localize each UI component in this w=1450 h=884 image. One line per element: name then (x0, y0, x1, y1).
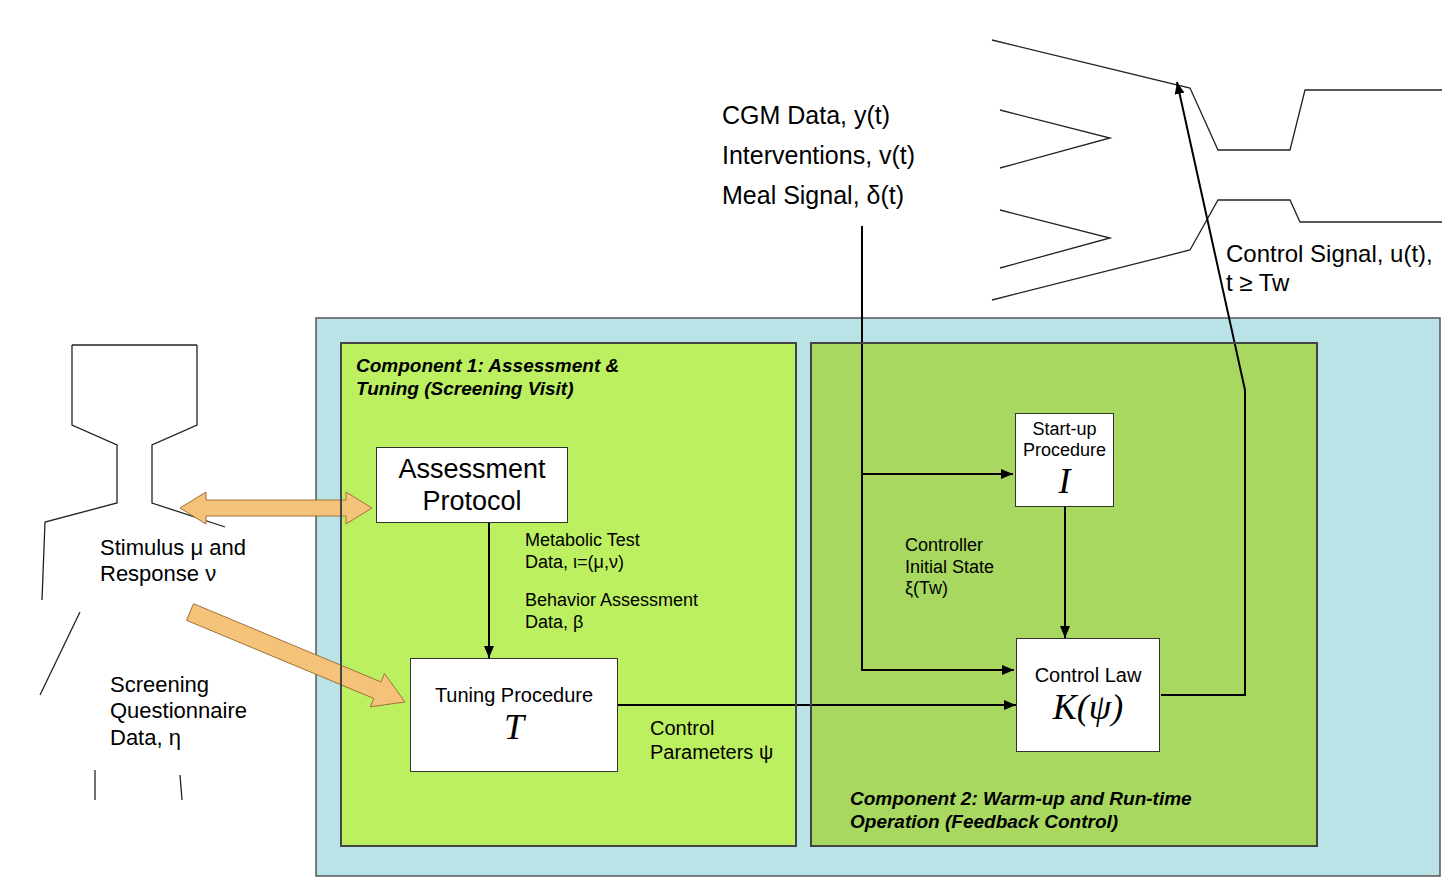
edge-label: Controller Initial State ξ(Tw) (905, 535, 1013, 600)
leg-outline (180, 775, 182, 800)
data-label: Behavior Assessment Data, β (525, 590, 710, 633)
signal-line (862, 473, 1013, 475)
signal-label: Meal Signal, δ(t) (722, 180, 1022, 210)
component-fill (810, 342, 1318, 847)
box-symbol: T (504, 707, 524, 747)
arm-outline (40, 612, 80, 695)
box-title: Tuning Procedure (435, 683, 593, 707)
leg-outline (94, 770, 95, 800)
flow-arrow (618, 704, 1016, 706)
questionnaire-label: Screening Questionnaire Data, η (110, 672, 260, 751)
data-label: Metabolic Test Data, ι=(μ,ν) (525, 530, 675, 573)
figure-outline (1000, 210, 1110, 268)
flow-arrow (1064, 507, 1066, 638)
box-symbol: I (1059, 461, 1071, 501)
data-arrow (187, 604, 406, 707)
process-box: Tuning ProcedureT (410, 658, 618, 772)
process-box: Start-up ProcedureI (1015, 413, 1114, 507)
stimulus-label: Stimulus μ and Response ν (100, 535, 285, 588)
component-fill (340, 342, 797, 847)
flow-arrow (488, 523, 490, 658)
box-title: Assessment Protocol (383, 453, 561, 517)
box-title: Control Law (1035, 663, 1142, 687)
head-outline (72, 344, 197, 345)
system-panel (316, 318, 1440, 876)
box-symbol: K(ψ) (1053, 687, 1123, 727)
panel-heading: Component 1: Assessment & Tuning (Screen… (356, 354, 686, 400)
edge-label: Control Parameters ψ (650, 716, 790, 764)
process-box: Control LawK(ψ) (1016, 638, 1160, 752)
box-title: Start-up Procedure (1022, 419, 1107, 461)
signal-label: Interventions, v(t) (722, 140, 1022, 170)
exchange-arrow (180, 492, 372, 524)
process-box: Assessment Protocol (376, 447, 568, 523)
signal-line (862, 226, 1014, 670)
panel-heading: Component 2: Warm-up and Run-time Operat… (850, 787, 1200, 833)
figure-outline (992, 200, 1442, 300)
control-signal-line (1161, 82, 1245, 695)
figure-outline (1000, 110, 1110, 168)
figure-outline (992, 40, 1442, 150)
signal-label: CGM Data, y(t) (722, 100, 1022, 130)
component-panel: Start-up ProcedureI Control LawK(ψ) Compon… (810, 342, 1318, 847)
signal-label: Control Signal, u(t), t ≥ Tw (1226, 240, 1441, 298)
